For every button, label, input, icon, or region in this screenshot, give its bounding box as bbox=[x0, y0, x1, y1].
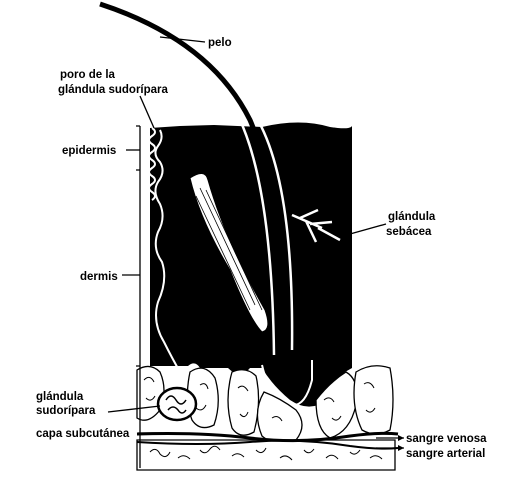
label-venous-blood: sangre venosa bbox=[406, 433, 487, 445]
label-epidermis: epidermis bbox=[62, 145, 116, 157]
label-hair: pelo bbox=[208, 37, 232, 49]
pore-leader bbox=[140, 96, 154, 128]
sebaceous-leader bbox=[350, 224, 386, 234]
label-sebaceous-2: sebácea bbox=[386, 226, 432, 238]
label-sweat-pore: poro de la bbox=[60, 69, 116, 81]
label-subcutaneous: capa subcutánea bbox=[36, 428, 130, 440]
label-arterial-blood: sangre arterial bbox=[406, 448, 485, 460]
label-sweat-gland-2: sudorípara bbox=[36, 405, 96, 417]
label-sweat-pore-2: glándula sudorípara bbox=[58, 84, 169, 96]
label-sweat-gland: glándula bbox=[36, 391, 84, 403]
dermis-block bbox=[150, 123, 352, 407]
label-sebaceous: glándula bbox=[388, 211, 436, 223]
label-dermis: dermis bbox=[80, 271, 118, 283]
sweat-gland-coil bbox=[158, 388, 196, 420]
